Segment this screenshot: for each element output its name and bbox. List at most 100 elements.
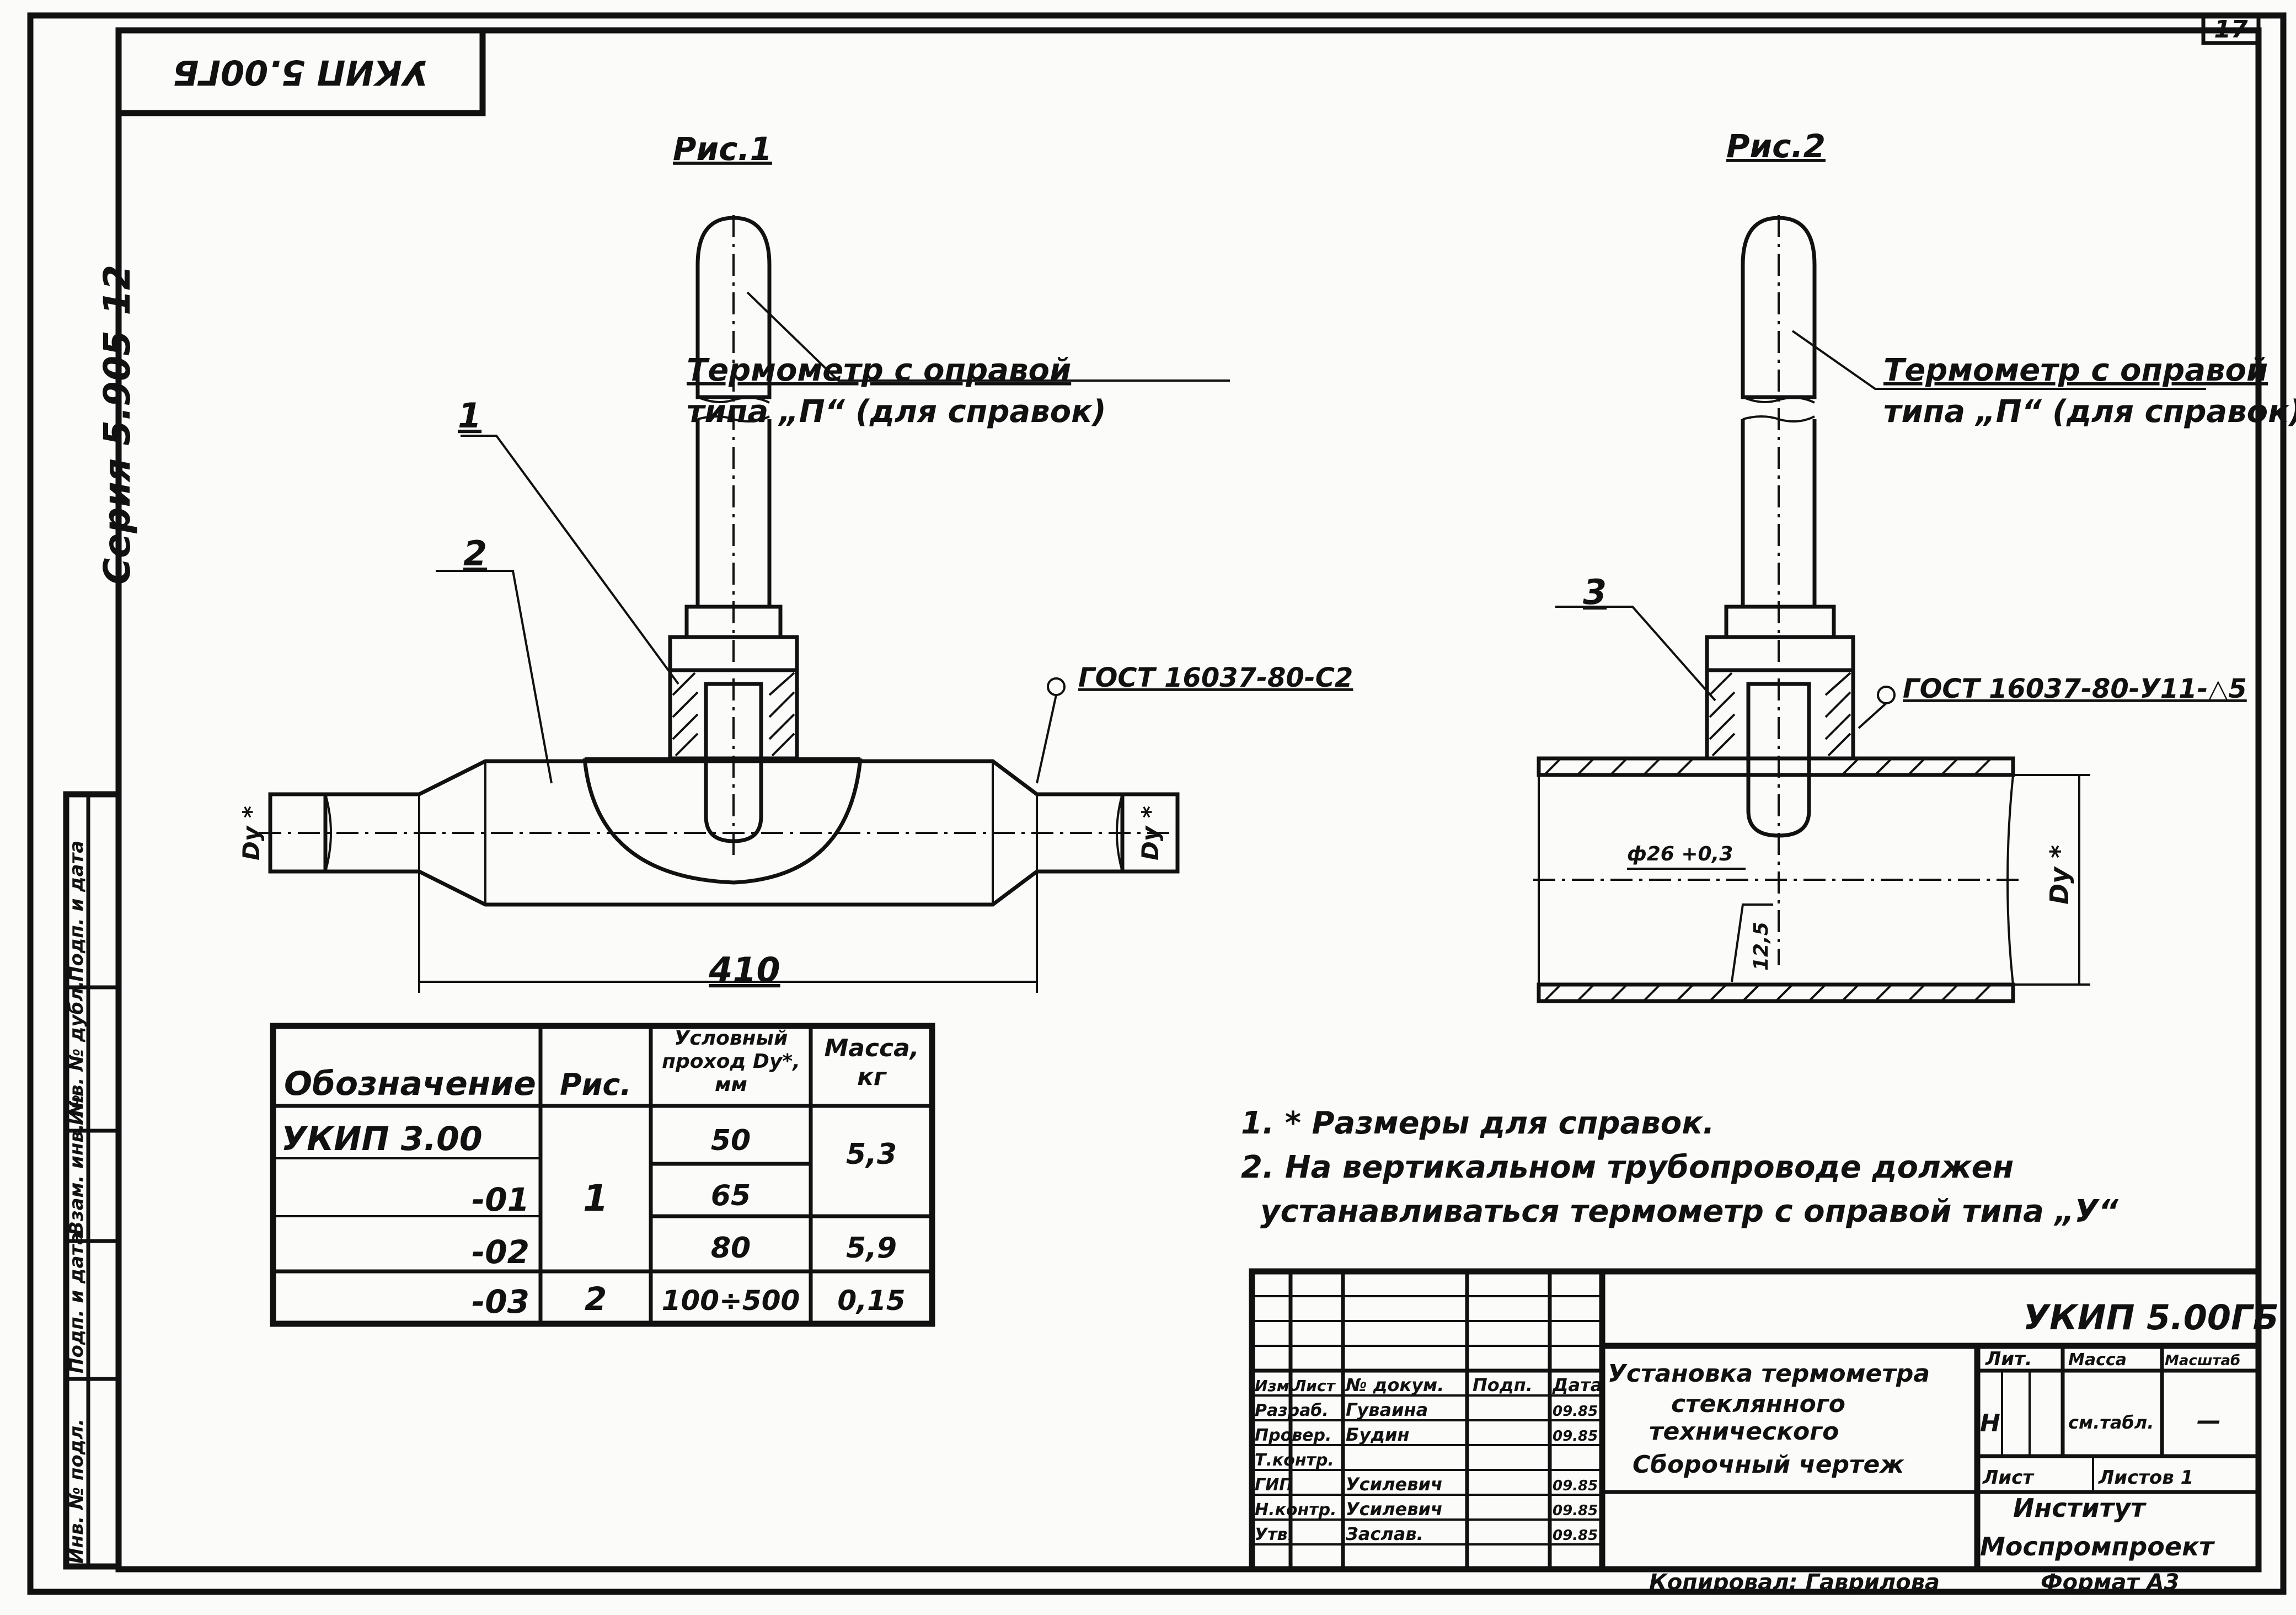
row2-dn: 80 (711, 1232, 751, 1265)
tb-date-4: 09.85 (1553, 1502, 1598, 1519)
tb-mass-header: Масса (2068, 1350, 2127, 1370)
fig2-roughness: 12,5 (1750, 922, 1773, 971)
row1-designation: -01 (472, 1181, 529, 1218)
tb-name-line2: стеклянного (1671, 1390, 1845, 1418)
row3-mass: 0,15 (837, 1285, 905, 1317)
tb-scale-header: Масштаб (2165, 1352, 2240, 1369)
rotated-stamp-box (115, 27, 486, 116)
tb-code: УКИП 5.00ГБ (2023, 1297, 2279, 1338)
tb-name-5: Заслав. (1345, 1523, 1423, 1544)
note-1: 1. * Размеры для справок. (1241, 1105, 1715, 1141)
sheet-number: 17 (2214, 15, 2248, 44)
figure-1: Рис.1 (238, 130, 1353, 993)
table-header-designation: Обозначение (284, 1065, 536, 1103)
fig1-length-dim: 410 (708, 950, 780, 990)
notes: 1. * Размеры для справок. 2. На вертикал… (1241, 1105, 2119, 1229)
tb-header-doc: № докум. (1345, 1375, 1444, 1395)
fig1-pipe-bottom (325, 869, 1122, 907)
inner-frame (115, 27, 2262, 1573)
fig2-caption: Рис.2 (1726, 127, 1826, 165)
tb-name-3: Усилевич (1346, 1474, 1443, 1495)
tb-name-0: Гуваина (1346, 1399, 1428, 1420)
tb-copied: Копировал: Гавриловa (1649, 1570, 1940, 1595)
tb-role-0: Разраб. (1255, 1401, 1329, 1420)
tb-lit-value: Н (1980, 1409, 2000, 1437)
tb-role-5: Утв. (1255, 1525, 1294, 1544)
fig2-thermometer-top (1741, 216, 1817, 399)
fig1-caption: Рис.1 (673, 130, 772, 168)
tb-institute: Институт (2013, 1493, 2147, 1523)
tb-header-sign: Подп. (1473, 1375, 1533, 1395)
table-header-dn: Условный проход Dy*, мм (662, 1027, 800, 1096)
fig1-weld: ГОСТ 16037-80-С2 (1078, 662, 1353, 693)
tb-format: Формат А3 (2041, 1570, 2179, 1595)
tb-org: Моспромпроект (1980, 1532, 2215, 1561)
fig2-thermo-label-2: типа „П“ (для справок) (1883, 394, 2296, 430)
table-header-mass: Масса, кг (824, 1034, 919, 1091)
fig1-dy-right: Dy * (1137, 806, 1164, 860)
tb-name-line3: технического (1649, 1418, 1839, 1446)
fig2-pipe-top-wall (1537, 756, 2015, 777)
tb-header-izm: Изм. (1255, 1377, 1295, 1395)
tb-role-1: Провер. (1255, 1426, 1331, 1445)
fig2-dy: Dy * (2045, 845, 2074, 905)
fig2-sleeve (1746, 682, 1811, 838)
fig1-pos2: 2 (463, 533, 487, 574)
row1-dn: 65 (711, 1179, 751, 1212)
fig1-sleeve (704, 682, 763, 843)
tb-scale-value: — (2197, 1407, 2221, 1435)
tb-date-5: 09.85 (1553, 1527, 1598, 1544)
tb-role-2: Т.контр. (1255, 1451, 1334, 1470)
tb-lit-header: Лит. (1985, 1348, 2032, 1370)
tb-date-3: 09.85 (1553, 1478, 1598, 1494)
note-2: 2. На вертикальном трубопроводе должен (1241, 1149, 2014, 1185)
fig2-pos3: 3 (1583, 572, 1607, 612)
figure-2: Рис.2 (1533, 127, 2296, 1003)
tb-role-3: ГИП (1255, 1475, 1293, 1495)
tb-name-1: Будин (1346, 1424, 1410, 1445)
sheet-number-box (2201, 13, 2261, 45)
side-stamp-3: Взам. инв. № (66, 1094, 88, 1236)
tb-sheets-label: Листов 1 (2098, 1467, 2193, 1489)
row3-designation: -03 (472, 1283, 529, 1320)
outer-frame (27, 12, 2287, 1595)
fig1-thermo-label-2: типа „П“ (для справок) (687, 394, 1106, 430)
tb-header-date: Дата (1552, 1375, 1602, 1395)
side-stamp-1: Инв. № подл. (66, 1419, 88, 1564)
fig1-thermo-label-1: Термометр с оправой (687, 352, 1071, 388)
rotated-stamp-code: УКИП 5.00ГБ (173, 52, 429, 93)
note-3: устанавливаться термометр с оправой типа… (1260, 1194, 2119, 1229)
fig1-pos1: 1 (458, 395, 481, 436)
tb-name-line1: Установка термометра (1608, 1360, 1930, 1388)
tb-sheet-label: Лист (1982, 1467, 2035, 1489)
series-label: Серия 5.905-12 (96, 265, 138, 585)
row0-designation: УКИП 3.00 (281, 1120, 483, 1158)
fig2-hole: ф26 +0,3 (1627, 843, 1733, 865)
table-header-fig: Рис. (560, 1067, 631, 1102)
row0-dn: 50 (711, 1124, 751, 1157)
tb-mass-value: см.табл. (2068, 1412, 2154, 1433)
row1-fig: 1 (583, 1177, 608, 1220)
side-stamp-2: Подп. и дата (66, 1232, 88, 1373)
tb-name-line4: Сборочный чертеж (1633, 1451, 1904, 1479)
tb-role-4: Н.контр. (1255, 1500, 1336, 1520)
fig2-thermo-label-1: Термометр с оправой (1883, 352, 2268, 388)
row2-designation: -02 (472, 1233, 529, 1271)
row3-dn: 100÷500 (662, 1285, 800, 1317)
row3-fig: 2 (585, 1280, 607, 1318)
fig2-weld: ГОСТ 16037-80-У11-△5 (1903, 673, 2247, 704)
side-stamp: Инв. № подл. Подп. и дата Взам. инв. № И… (63, 791, 122, 1570)
row2-mass: 5,9 (846, 1232, 897, 1265)
fig2-pipe-bottom-wall (1537, 982, 2015, 1003)
side-stamp-4: Инв. № дубл. (66, 981, 88, 1125)
title-block: Изм. Лист № докум. Подп. Дата Разраб. Гу… (1249, 1268, 2279, 1595)
fig1-section-arc (582, 758, 863, 885)
side-stamp-5: Подп. и дата (66, 841, 88, 982)
row0-mass: 5,3 (846, 1138, 897, 1171)
fig1-pipe-top (325, 759, 1122, 796)
fig1-thermometer-top (695, 216, 772, 399)
spec-table: Обозначение Рис. Условный проход Dy*, мм… (270, 1023, 935, 1327)
tb-name-4: Усилевич (1346, 1499, 1443, 1520)
